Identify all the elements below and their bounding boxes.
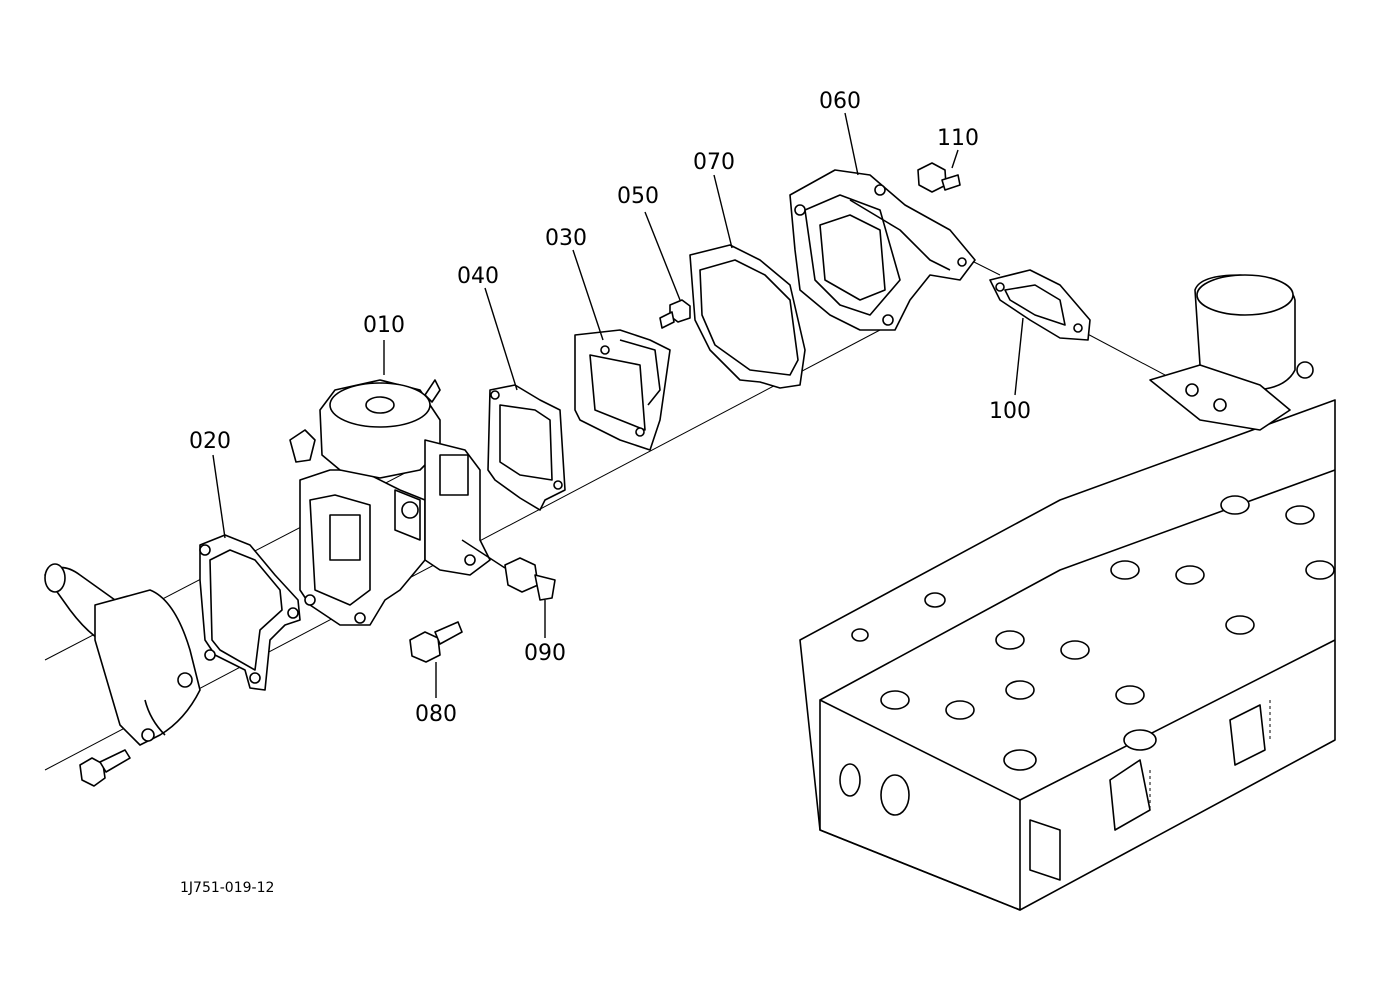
callout-060: 060 [819, 89, 861, 114]
cylinder-head [799, 274, 1336, 911]
drawing-code: 1J751-019-12 [180, 880, 274, 896]
gasket-070 [689, 244, 806, 389]
callout-110: 110 [937, 126, 979, 151]
cylinder-head-ports [851, 495, 1335, 771]
callout-100: 100 [989, 399, 1031, 424]
egr-valve-010 [289, 379, 491, 626]
callout-040: 040 [457, 264, 499, 289]
bolt-050 [659, 299, 691, 329]
gasket-040 [487, 384, 566, 511]
cover-060 [789, 169, 976, 331]
bolt-110 [917, 162, 961, 193]
callout-070: 070 [693, 150, 735, 175]
leader-lines [212, 112, 1024, 698]
plate-030 [574, 329, 671, 451]
callout-050: 050 [617, 184, 659, 209]
callout-020: 020 [189, 429, 231, 454]
bolt-080 [409, 621, 463, 663]
callout-090: 090 [524, 641, 566, 666]
callout-030: 030 [545, 226, 587, 251]
bolt-bottom-left [79, 749, 131, 787]
sensor-090 [461, 539, 556, 601]
callout-080: 080 [415, 702, 457, 727]
gasket-020 [199, 534, 301, 691]
gasket-100 [989, 269, 1091, 341]
inlet-pipe [44, 563, 201, 746]
callout-010: 010 [363, 313, 405, 338]
